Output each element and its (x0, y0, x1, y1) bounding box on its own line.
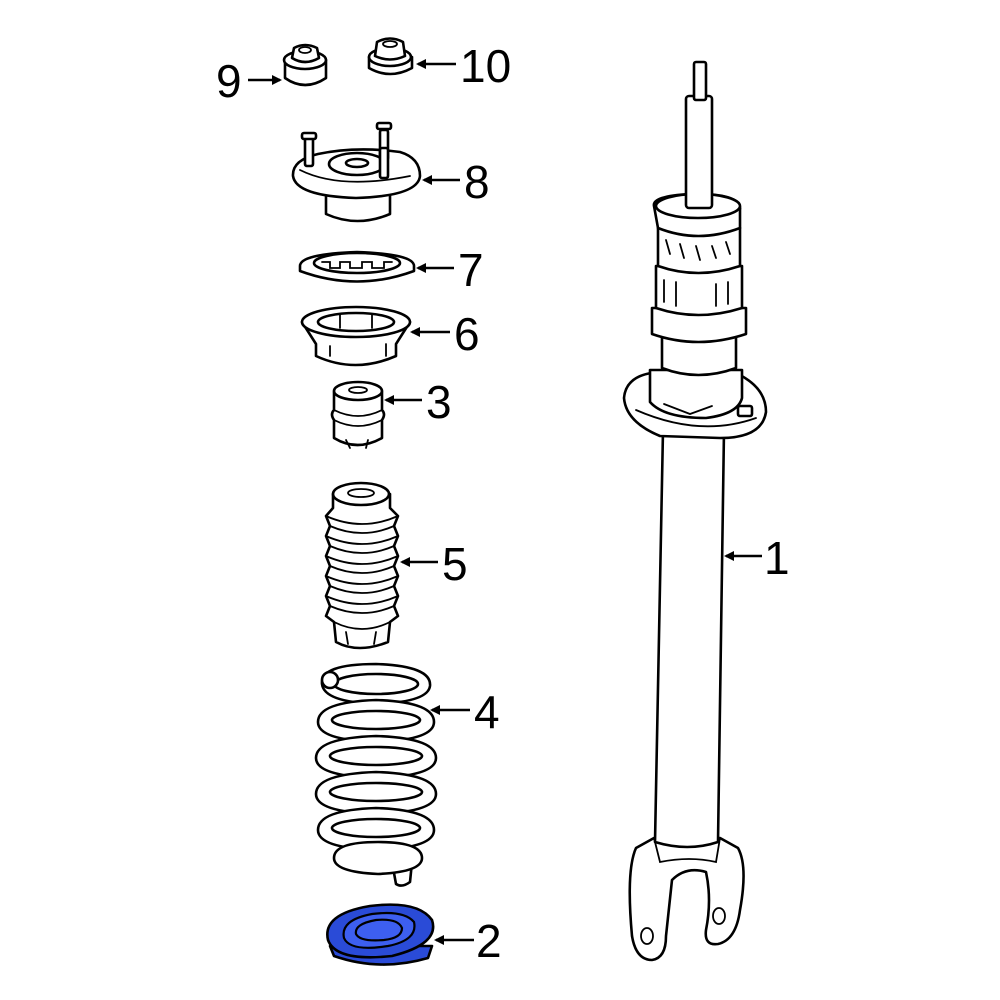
part-3-bump-stop[interactable] (330, 380, 386, 449)
callout-6-label: 6 (454, 308, 480, 360)
callout-1: 1 (724, 532, 790, 584)
callout-5: 5 (400, 538, 468, 590)
part-9-nut[interactable] (282, 43, 328, 87)
callout-10: 10 (416, 40, 511, 92)
callout-6: 6 (410, 308, 480, 360)
callout-8-label: 8 (464, 156, 490, 208)
callout-2: 2 (434, 915, 502, 967)
part-4-coil-spring[interactable] (314, 662, 438, 887)
part-1-strut-assembly[interactable] (622, 60, 768, 962)
callout-7-label: 7 (458, 244, 484, 296)
callout-4-label: 4 (474, 686, 500, 738)
part-2-spring-pad[interactable] (326, 903, 435, 966)
callout-7: 7 (416, 244, 484, 296)
callout-4: 4 (430, 686, 500, 738)
part-6-spring-seat[interactable] (300, 305, 412, 367)
callout-1-label: 1 (764, 532, 790, 584)
part-10-nut[interactable] (367, 37, 414, 76)
callout-8: 8 (422, 156, 490, 208)
callout-9: 9 (216, 55, 282, 107)
callout-3: 3 (384, 376, 452, 428)
callout-9-label: 9 (216, 55, 242, 107)
part-7-bearing[interactable] (298, 250, 416, 283)
callout-2-label: 2 (476, 915, 502, 967)
callout-3-label: 3 (426, 376, 452, 428)
part-8-upper-mount[interactable] (291, 121, 422, 223)
callout-10-label: 10 (460, 40, 511, 92)
part-5-dust-boot[interactable] (324, 481, 400, 650)
callout-5-label: 5 (442, 538, 468, 590)
